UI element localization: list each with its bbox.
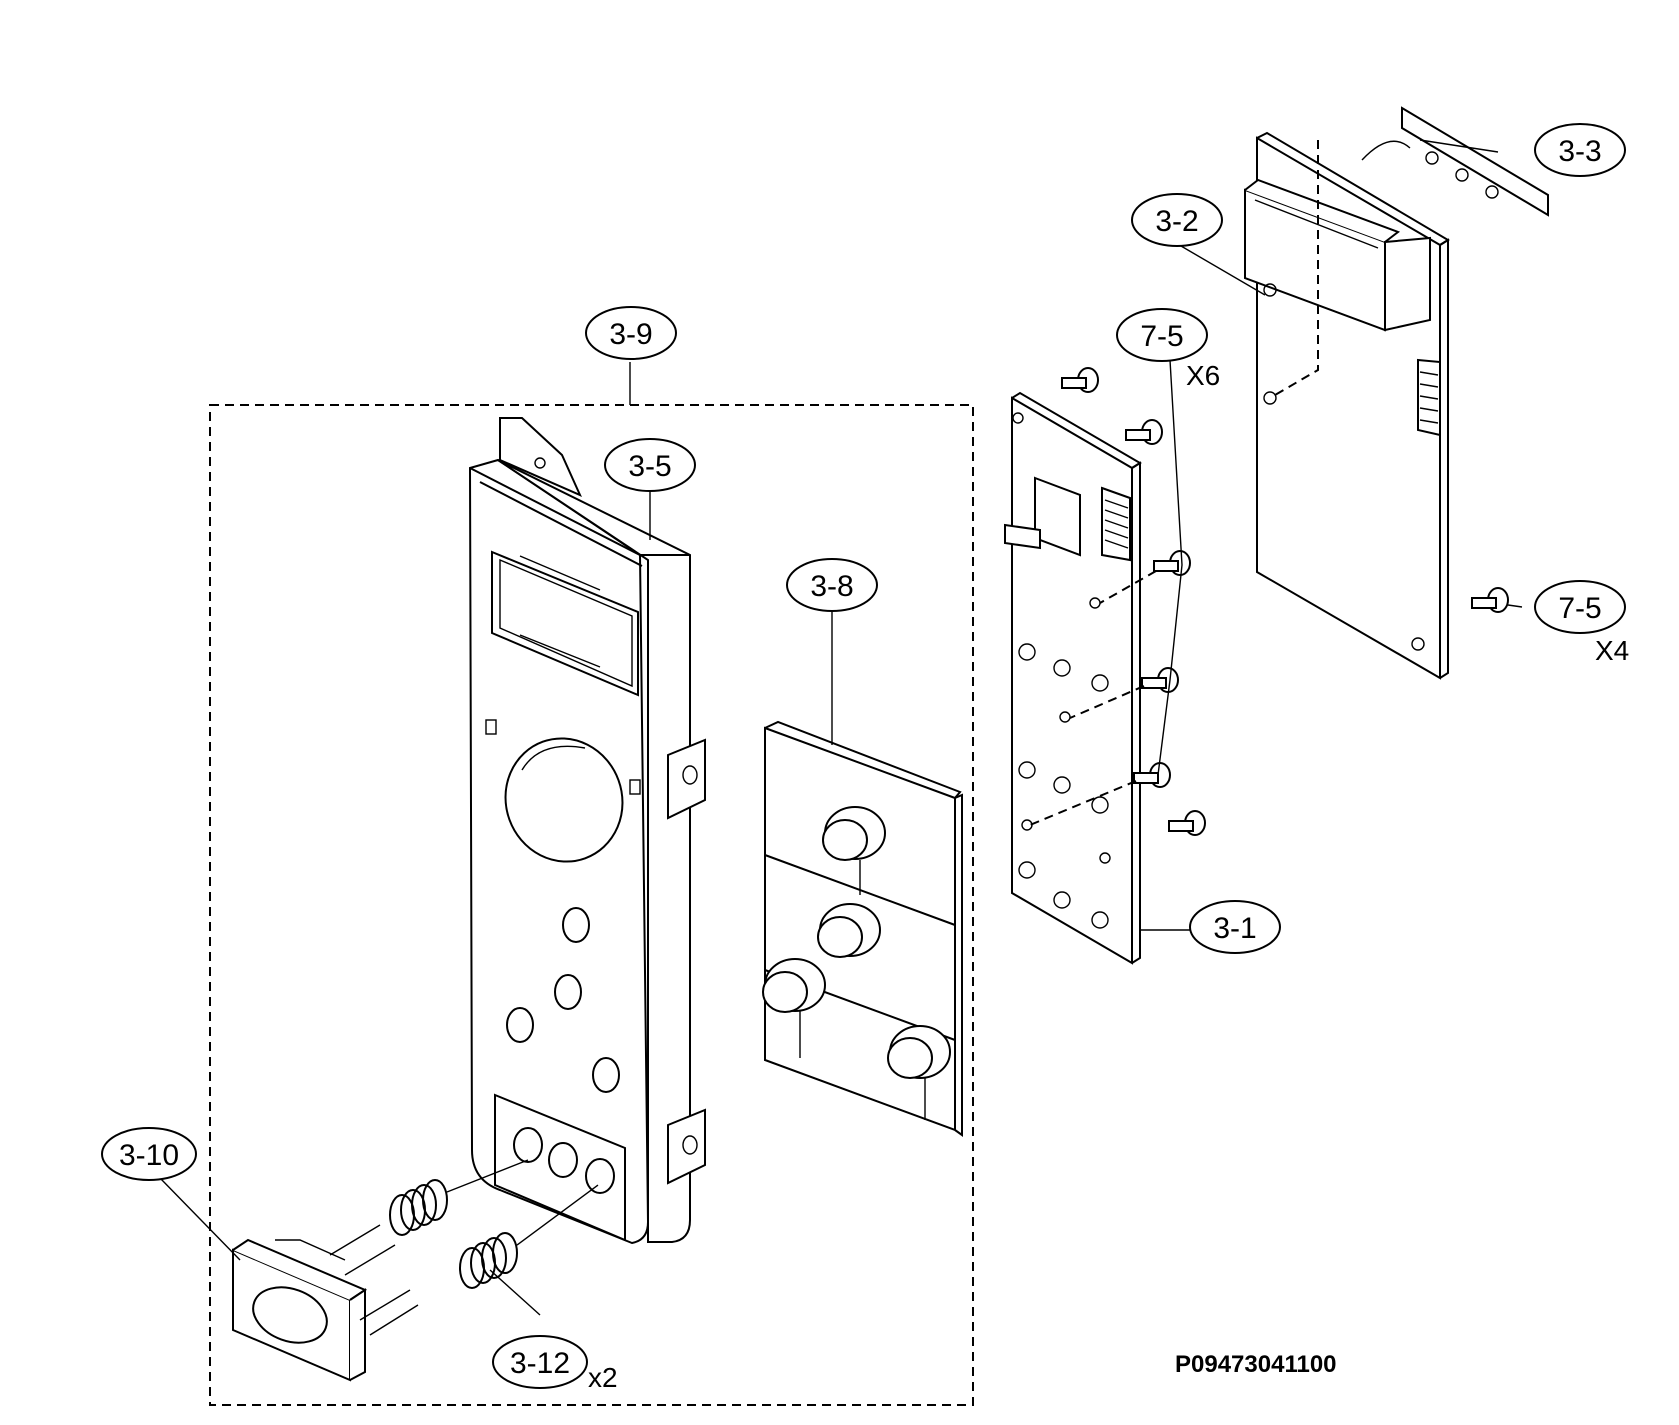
callout-3-10: 3-10 — [101, 1127, 197, 1181]
display-circuit-board — [1244, 106, 1549, 680]
quantity-7-5-upper: X6 — [1186, 360, 1220, 391]
assembly-boundary-3-9 — [209, 404, 974, 1406]
svg-text:3-9: 3-9 — [609, 318, 652, 351]
push-button — [232, 1224, 419, 1382]
leader-lines — [159, 139, 1523, 1316]
svg-text:3-12: 3-12 — [510, 1347, 570, 1380]
callout-7-5-lower: 7-5 — [1534, 580, 1626, 634]
svg-text:3-8: 3-8 — [810, 570, 853, 603]
main-circuit-board — [1004, 391, 1142, 965]
quantity-7-5-lower: X4 — [1595, 635, 1629, 666]
svg-text:7-5: 7-5 — [1558, 592, 1601, 625]
callout-7-5-upper: 7-5 — [1116, 308, 1208, 362]
document-code: P09473041100 — [1175, 1351, 1337, 1378]
screws — [1029, 367, 1509, 836]
callout-3-9: 3-9 — [585, 306, 677, 360]
svg-text:7-5: 7-5 — [1140, 320, 1183, 353]
control-panel-frame — [468, 417, 706, 1245]
callout-3-5: 3-5 — [604, 438, 696, 492]
callout-3-8: 3-8 — [786, 558, 878, 612]
callout-3-12: 3-12 — [492, 1335, 588, 1389]
svg-text:3-1: 3-1 — [1213, 912, 1256, 945]
callout-3-3: 3-3 — [1534, 123, 1626, 177]
springs — [389, 1159, 599, 1289]
keypad-membrane — [762, 720, 963, 1137]
svg-text:3-5: 3-5 — [628, 450, 671, 483]
svg-text:3-2: 3-2 — [1155, 205, 1198, 238]
svg-text:3-10: 3-10 — [119, 1139, 179, 1172]
svg-text:3-3: 3-3 — [1558, 135, 1601, 168]
callout-3-2: 3-2 — [1131, 193, 1223, 247]
callout-3-1: 3-1 — [1189, 900, 1281, 954]
quantity-3-12: x2 — [588, 1362, 618, 1393]
